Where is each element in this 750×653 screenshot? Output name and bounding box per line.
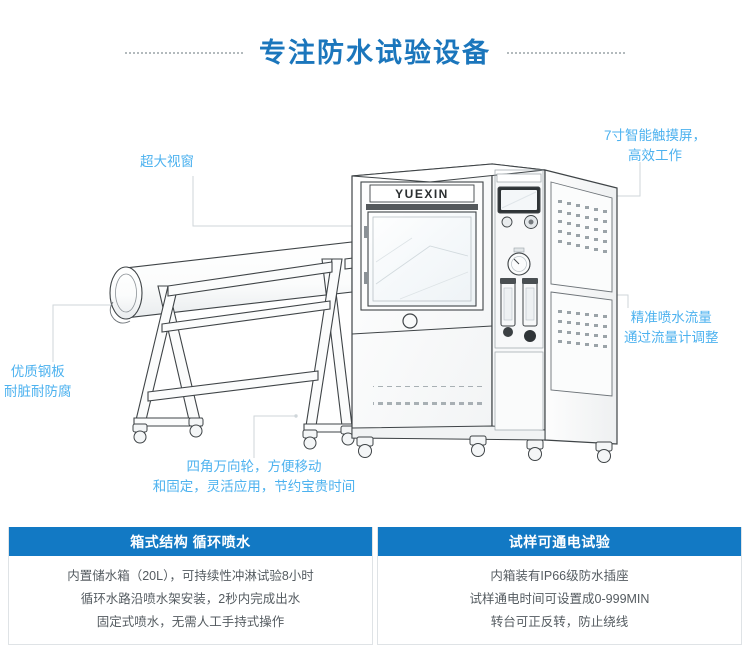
page-header: 专注防水试验设备: [0, 0, 750, 100]
annotation-steel-line-2: 耐脏耐防腐: [4, 384, 72, 399]
tunnel-stand: [133, 255, 371, 433]
annotation-casters: 四角万向轮，方便移动 和固定，灵活应用，节约宝贵时间: [104, 457, 404, 497]
annotation-flow: 精准喷水流量 通过流量计调整: [624, 308, 719, 348]
stand-casters: [132, 417, 356, 450]
annotation-flow-line-1: 精准喷水流量: [630, 310, 712, 325]
flow-meter-right: [522, 278, 538, 342]
machine-line-drawing: YUEXIN: [52, 162, 641, 463]
annotation-steel-line-1: 优质钢板: [10, 364, 65, 379]
annotation-touchscreen: 7寸智能触摸屏， 高效工作: [604, 126, 706, 166]
spec-line: 内箱装有IP66级防水插座: [490, 568, 629, 583]
annotation-casters-line-2: 和固定，灵活应用，节约宝贵时间: [152, 479, 356, 494]
spec-column-power-test: 试样可通电试验 内箱装有IP66级防水插座 试样通电时间可设置成0-999MIN…: [377, 527, 742, 645]
annotation-casters-line-1: 四角万向轮，方便移动: [186, 459, 322, 474]
product-illustration: YUEXIN: [0, 96, 750, 516]
spec-column-power-test-body: 内箱装有IP66级防水插座 试样通电时间可设置成0-999MIN 转台可正反转，…: [378, 556, 741, 644]
touchscreen-display[interactable]: [497, 186, 541, 214]
annotation-steel: 优质钢板 耐脏耐防腐: [4, 362, 72, 402]
pressure-gauge: [507, 247, 531, 276]
side-vent-panels: [550, 181, 613, 397]
annotation-touchscreen-line-2: 高效工作: [628, 148, 682, 163]
spec-column-structure-body: 内置储水箱（20L），可持续性冲淋试验8小时 循环水路沿喷水架安装，2秒内完成出…: [9, 556, 372, 644]
spec-table: 箱式结构 循环喷水 内置储水箱（20L），可持续性冲淋试验8小时 循环水路沿喷水…: [8, 527, 742, 645]
brand-logo-plate: YUEXIN: [369, 184, 475, 203]
viewing-window: [367, 211, 477, 307]
cabinet-casters: [356, 435, 613, 463]
spec-line: 转台可正反转，防止绕线: [490, 614, 629, 629]
spec-column-structure-title: 箱式结构 循环喷水: [9, 527, 372, 556]
header-rule-right: [507, 51, 625, 55]
spec-line: 内置储水箱（20L），可持续性冲淋试验8小时: [67, 568, 314, 583]
annotation-window-line-1: 超大视窗: [140, 154, 194, 169]
spec-column-structure: 箱式结构 循环喷水 内置储水箱（20L），可持续性冲淋试验8小时 循环水路沿喷水…: [8, 527, 373, 645]
brand-logo-text: YUEXIN: [395, 187, 449, 201]
spec-line: 固定式喷水，无需人工手持式操作: [96, 614, 285, 629]
control-panel: [494, 169, 544, 431]
test-chamber-cabinet: YUEXIN: [351, 163, 618, 445]
annotation-flow-line-2: 通过流量计调整: [624, 330, 719, 345]
header-rule-left: [125, 51, 243, 55]
spec-line: 循环水路沿喷水架安装，2秒内完成出水: [80, 591, 301, 606]
flow-meter-left: [500, 278, 516, 337]
page-title: 专注防水试验设备: [259, 37, 491, 68]
spec-line: 试样通电时间可设置成0-999MIN: [469, 591, 650, 606]
annotation-window: 超大视窗: [140, 152, 194, 172]
spec-column-power-test-title: 试样可通电试验: [378, 527, 741, 556]
annotation-touchscreen-line-1: 7寸智能触摸屏，: [604, 128, 707, 143]
base-vent-grille: [373, 386, 483, 406]
